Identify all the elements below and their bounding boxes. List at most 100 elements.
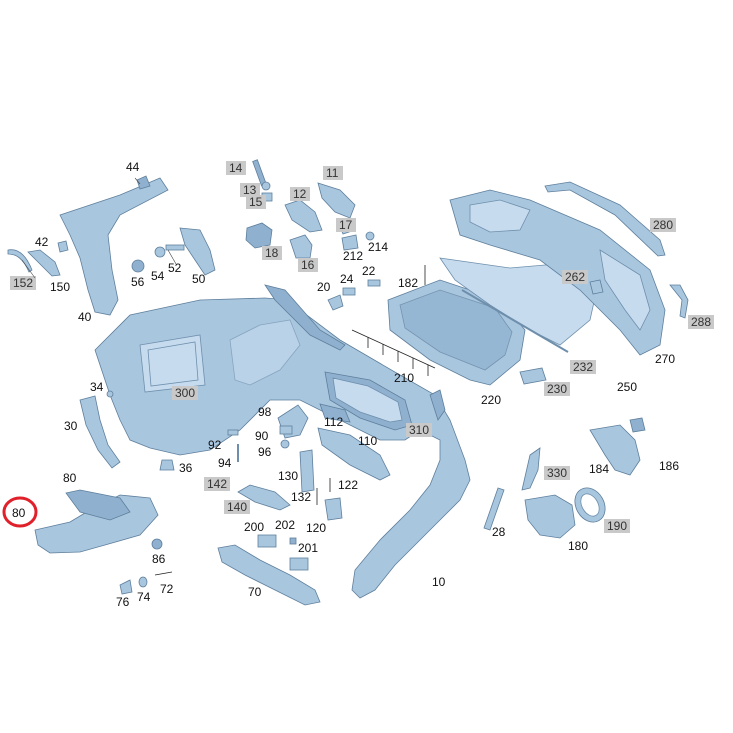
part-92 (227, 429, 239, 436)
label-90: 90 (255, 429, 269, 443)
label-280: 280 (653, 218, 673, 232)
box-labels (10, 161, 714, 533)
part-262 (589, 279, 604, 295)
label-270: 270 (655, 352, 675, 366)
part-280 (449, 189, 666, 356)
part-70 (217, 544, 321, 606)
part-80-b (65, 489, 131, 521)
part-72 (154, 571, 173, 576)
label-130: 130 (278, 469, 298, 483)
label-72: 72 (160, 582, 174, 596)
part-16 (289, 234, 313, 259)
part-288 (669, 284, 689, 319)
label-200: 200 (244, 520, 264, 534)
label-140: 140 (227, 500, 247, 514)
part-28 (483, 487, 505, 531)
part-120 (324, 497, 343, 521)
part-200 (257, 534, 277, 548)
label-210: 210 (394, 371, 414, 385)
part-34 (106, 390, 114, 398)
label-86: 86 (152, 552, 166, 566)
label-214: 214 (368, 240, 388, 254)
label-122: 122 (338, 478, 358, 492)
part-190-hole (580, 493, 600, 517)
label-18: 18 (265, 246, 279, 260)
label-10: 10 (432, 575, 446, 589)
leader-lines (21, 177, 177, 279)
part-150 (27, 249, 61, 277)
label-16: 16 (301, 258, 315, 272)
label-112: 112 (324, 415, 343, 429)
label-186: 186 (659, 459, 679, 473)
part-230 (519, 367, 547, 385)
label-182: 182 (398, 276, 418, 290)
label-98: 98 (258, 405, 272, 419)
label-34: 34 (90, 380, 104, 394)
part-54 (154, 246, 166, 258)
part-270 (544, 181, 666, 257)
label-11: 11 (326, 166, 339, 180)
part-42 (57, 240, 69, 253)
highlight-label-80: 80 (12, 506, 26, 520)
label-96: 96 (258, 445, 272, 459)
label-70: 70 (248, 585, 262, 599)
label-74: 74 (137, 590, 151, 604)
part-44 (136, 175, 151, 190)
label-330: 330 (547, 466, 567, 480)
part-210-pins (351, 329, 436, 376)
label-202: 202 (275, 518, 295, 532)
part-12 (284, 199, 323, 233)
label-56: 56 (131, 275, 145, 289)
part-152 (7, 249, 33, 273)
label-12: 12 (293, 187, 307, 201)
part-232 (461, 289, 569, 353)
label-201: 201 (298, 541, 318, 555)
label-212: 212 (343, 249, 363, 263)
label-40: 40 (78, 310, 92, 324)
label-288: 288 (691, 315, 711, 329)
label-44: 44 (126, 160, 140, 174)
part-330 (521, 447, 541, 491)
part-140 (237, 484, 291, 511)
label-52: 52 (168, 261, 182, 275)
label-94: 94 (218, 456, 232, 470)
label-180: 180 (568, 539, 588, 553)
part-56 (131, 259, 145, 273)
label-13: 13 (243, 183, 257, 197)
part-36 (159, 459, 175, 471)
part-22 (367, 279, 381, 287)
label-250: 250 (617, 380, 637, 394)
label-150: 150 (50, 280, 70, 294)
label-28: 28 (492, 525, 506, 539)
part-184 (589, 424, 641, 476)
part-14 (252, 159, 273, 202)
label-15: 15 (249, 195, 263, 209)
label-30: 30 (64, 419, 78, 433)
label-42: 42 (35, 235, 49, 249)
label-110: 110 (358, 434, 377, 448)
label-50: 50 (192, 272, 206, 286)
label-152: 152 (13, 276, 33, 290)
label-300: 300 (175, 386, 195, 400)
label-54: 54 (151, 269, 165, 283)
part-18 (245, 222, 273, 249)
label-22: 22 (362, 264, 376, 278)
part-110 (317, 427, 391, 481)
label-230: 230 (547, 382, 567, 396)
part-112 (319, 403, 351, 423)
label-76: 76 (116, 595, 130, 609)
part-180 (524, 494, 576, 539)
part-10-bumper-cover (94, 284, 471, 599)
highlight-callout-80[interactable]: 80 (2, 496, 38, 528)
part-90 (279, 425, 293, 435)
part-130 (299, 449, 315, 493)
part-212 (341, 234, 359, 251)
part-86 (151, 538, 163, 550)
part-20 (327, 294, 344, 311)
label-92: 92 (208, 438, 222, 452)
part-11 (317, 182, 356, 219)
part-76 (119, 579, 133, 595)
part-214 (365, 231, 375, 241)
label-80-upper: 80 (63, 471, 77, 485)
